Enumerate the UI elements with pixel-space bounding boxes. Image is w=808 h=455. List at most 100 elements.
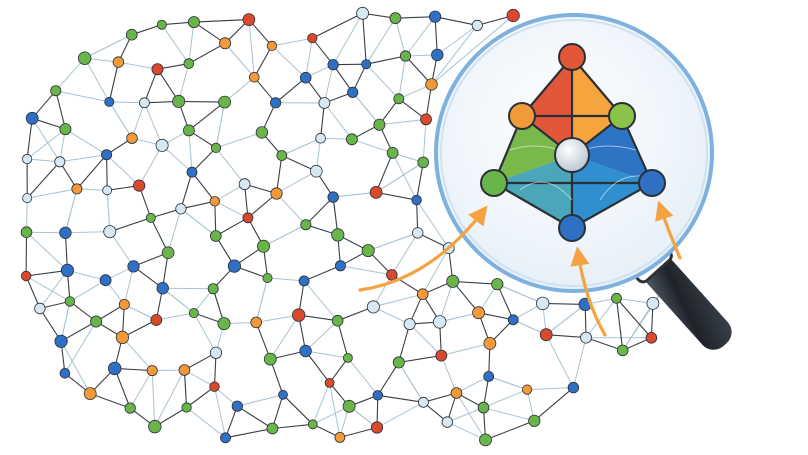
network-edge xyxy=(422,247,450,295)
network-edge xyxy=(26,161,61,199)
network-node xyxy=(255,126,269,139)
network-node xyxy=(369,185,383,199)
network-node xyxy=(417,396,429,408)
network-edge xyxy=(391,232,419,276)
network-node xyxy=(361,244,375,258)
network-node xyxy=(334,260,346,272)
network-edge xyxy=(25,275,41,309)
network-edge xyxy=(215,147,245,185)
network-node xyxy=(262,272,273,283)
network-edge xyxy=(379,118,427,126)
network-node xyxy=(645,331,658,344)
network-node xyxy=(435,349,448,362)
network-edge xyxy=(267,277,305,282)
network-node xyxy=(161,246,175,260)
network-edge xyxy=(31,118,61,163)
network-node xyxy=(471,19,483,32)
network-edge xyxy=(215,102,226,148)
network-node xyxy=(256,239,270,253)
network-node xyxy=(479,433,492,447)
network-edge xyxy=(452,280,498,285)
network-edge xyxy=(395,16,436,19)
network-edge xyxy=(339,426,378,438)
network-node xyxy=(103,225,117,239)
network-node xyxy=(477,401,490,414)
zoom-node-right xyxy=(638,169,666,197)
network-edge xyxy=(156,312,194,321)
network-node xyxy=(249,72,260,83)
network-edge xyxy=(27,188,77,199)
network-edge xyxy=(143,69,159,103)
network-edge xyxy=(352,92,380,126)
network-node xyxy=(150,314,163,326)
network-edge xyxy=(585,297,617,338)
network-edge xyxy=(188,42,226,65)
network-edge xyxy=(186,407,226,439)
network-node xyxy=(102,185,113,196)
network-node xyxy=(389,12,402,25)
network-edge xyxy=(329,357,349,384)
network-edge xyxy=(447,421,486,441)
network-node xyxy=(536,296,550,311)
network-edge xyxy=(545,304,586,336)
network-edge xyxy=(312,405,350,425)
network-edge xyxy=(376,401,424,428)
network-edge xyxy=(129,370,153,409)
network-edge xyxy=(405,55,432,85)
network-edges-light xyxy=(25,12,675,441)
network-node xyxy=(393,93,405,105)
network-node xyxy=(50,85,62,97)
network-edge xyxy=(109,101,145,104)
network-node xyxy=(491,278,504,291)
network-edge xyxy=(162,287,195,314)
network-edge xyxy=(275,155,283,194)
network-edge xyxy=(272,423,313,430)
network-edge xyxy=(84,57,110,103)
network-edge xyxy=(167,208,182,253)
network-node xyxy=(34,302,46,315)
network-node xyxy=(127,260,140,273)
arrow-to-bottom-node xyxy=(570,246,607,337)
network-node xyxy=(182,124,195,137)
zoom-node-top xyxy=(558,43,586,71)
network-edge xyxy=(416,162,424,201)
network-edge xyxy=(398,355,442,363)
network-edge xyxy=(447,407,484,423)
network-node xyxy=(242,212,254,224)
face-bottom-right xyxy=(572,155,652,228)
network-node xyxy=(101,149,113,161)
face-bottom-left xyxy=(494,155,572,228)
network-edge xyxy=(572,337,587,388)
network-edge xyxy=(434,16,478,26)
network-edge xyxy=(151,370,156,427)
network-node xyxy=(450,387,463,399)
network-edge xyxy=(114,368,131,409)
network-node xyxy=(126,132,138,144)
network-edge xyxy=(615,298,624,351)
network-edge xyxy=(109,231,134,267)
network-edge xyxy=(106,190,111,232)
network-edge xyxy=(59,154,107,163)
zoom-arrows xyxy=(358,200,682,337)
network-node xyxy=(298,275,310,287)
zoomed-subgraph xyxy=(480,43,666,242)
network-edge xyxy=(193,312,217,354)
network-edge xyxy=(64,321,97,374)
network-edge xyxy=(441,342,491,357)
network-edge xyxy=(108,61,119,103)
network-edge xyxy=(456,375,489,394)
network-edge xyxy=(108,101,133,139)
network-edge xyxy=(332,64,354,93)
network-edge xyxy=(329,382,341,438)
network-node xyxy=(124,402,136,414)
network-node xyxy=(25,111,39,125)
network-node xyxy=(207,283,219,295)
network-node xyxy=(183,58,195,69)
network-edge xyxy=(282,394,314,425)
network-node xyxy=(107,361,122,376)
network-node xyxy=(403,318,416,331)
network-edge xyxy=(323,64,334,104)
network-edge xyxy=(312,12,363,39)
zoom-node-bottom xyxy=(558,214,586,242)
